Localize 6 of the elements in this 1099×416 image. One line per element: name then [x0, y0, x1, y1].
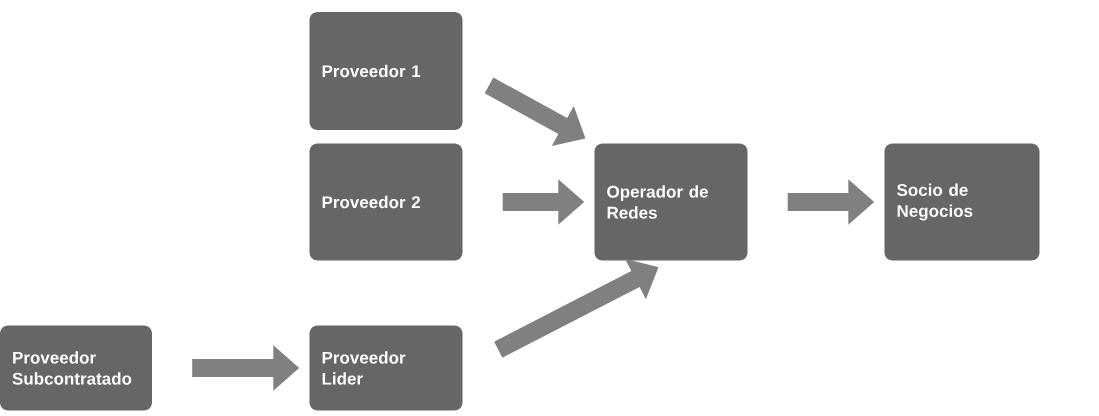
process-box: Proveedor 1 — [309, 12, 463, 130]
process-box: Proveedor Lider — [309, 325, 463, 411]
process-box: Proveedor Subcontratado — [0, 325, 152, 411]
process-box: Proveedor 2 — [309, 143, 463, 261]
process-box: Socio de Negocios — [884, 143, 1040, 261]
process-box: Operador de Redes — [594, 143, 748, 261]
